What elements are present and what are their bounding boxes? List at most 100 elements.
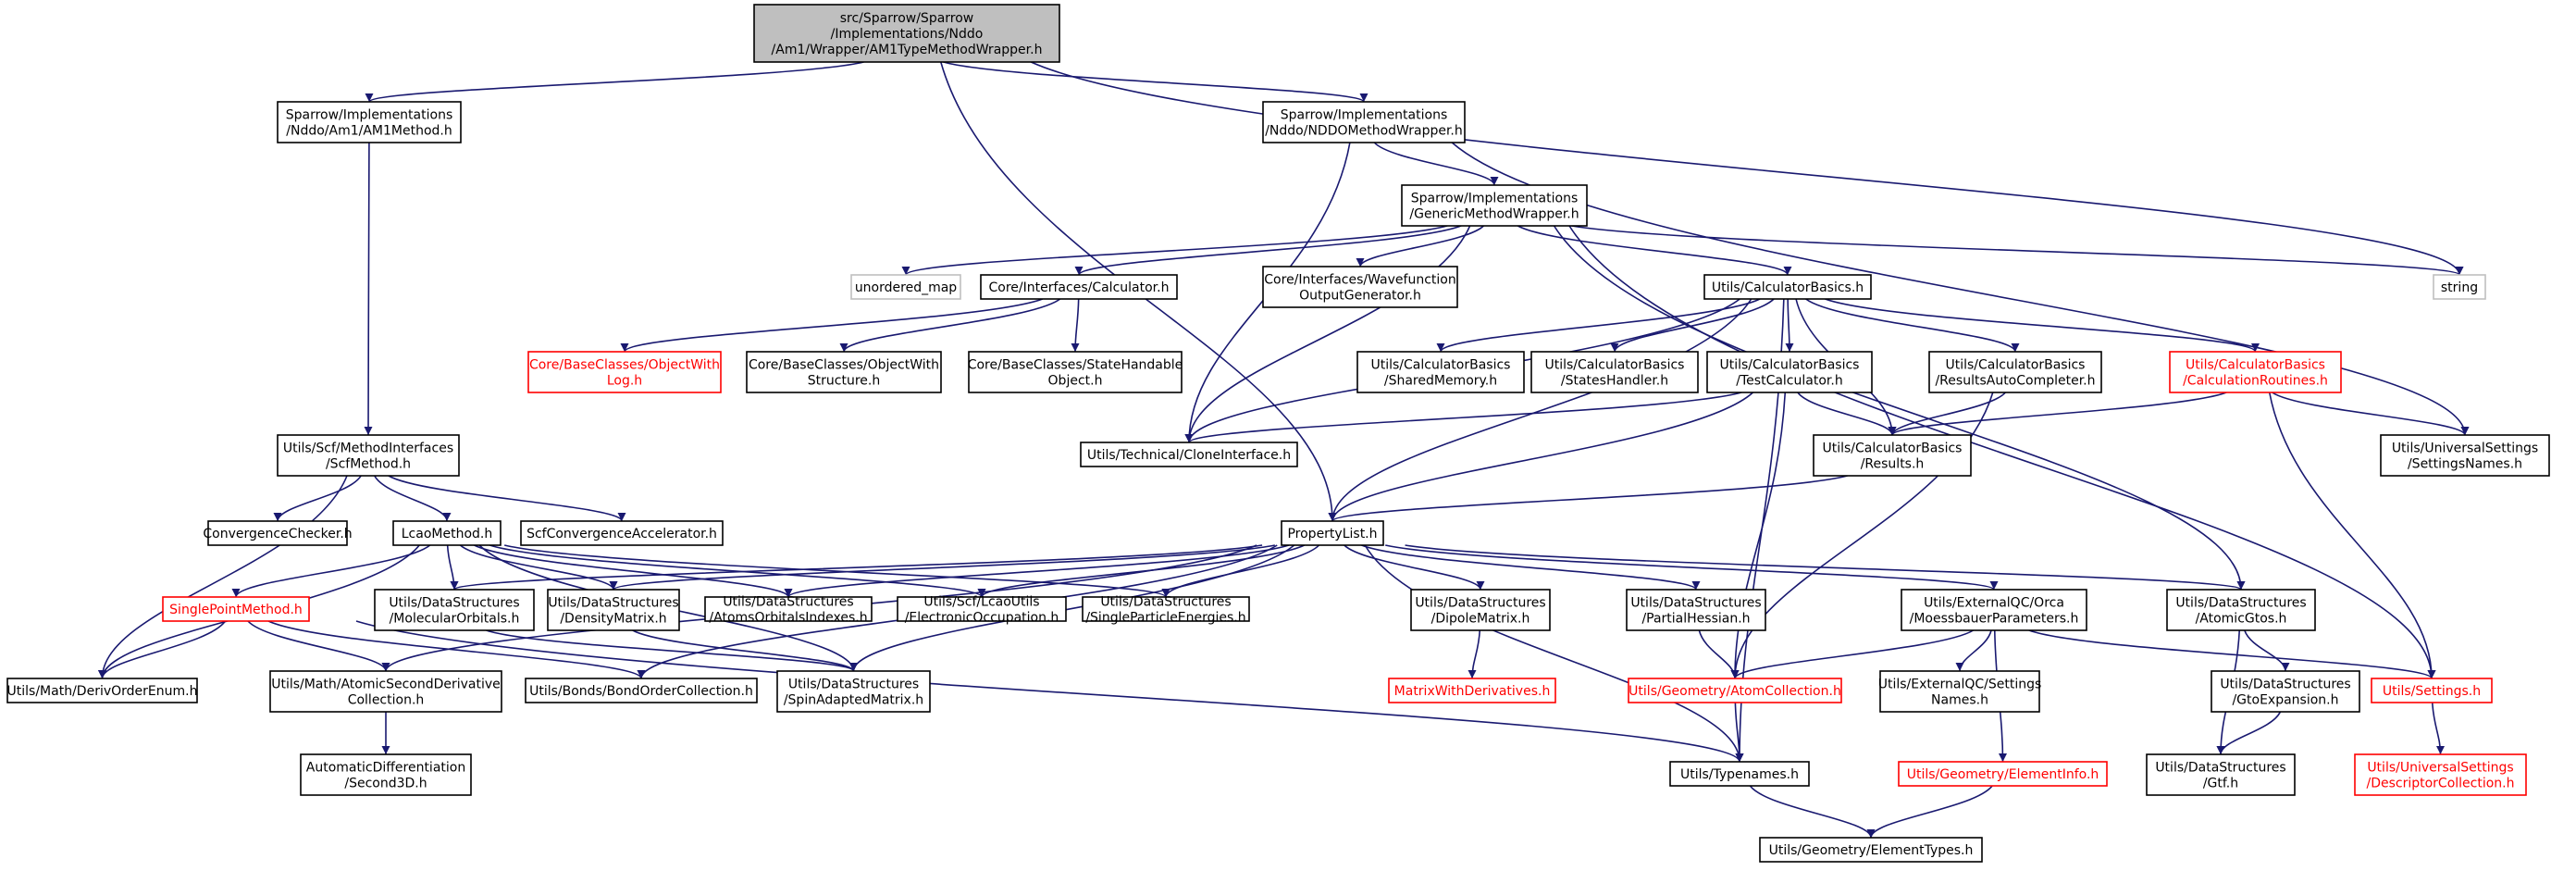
node-box (525, 678, 758, 703)
node-box (2354, 753, 2527, 796)
node-label: Utils/DataStructures (389, 596, 519, 611)
edge-partialhess-to-atomcoll (1698, 629, 1740, 679)
edge-gtoexp-to-gtf (2216, 711, 2282, 755)
edge-root-to-nddowrapper (943, 61, 1368, 103)
node-box (1401, 184, 1588, 227)
node-label: Structure.h (808, 374, 880, 389)
node-box (277, 434, 460, 477)
node-genericwrapper: Sparrow/Implementations/GenericMethodWra… (1401, 184, 1588, 227)
node-box (2146, 753, 2296, 796)
node-box (1898, 761, 2108, 787)
edge-testcalc-to-results (1797, 392, 1897, 436)
node-box (776, 670, 931, 713)
edge-calculator-to-objstruct (839, 298, 1061, 353)
node-label: /AtomsOrbitalsIndexes.h (709, 611, 867, 626)
node-label: /Nddo/Am1/AM1Method.h (286, 124, 452, 139)
node-label: /SpinAdaptedMatrix.h (784, 693, 923, 708)
node-label: Utils/DataStructures (723, 595, 853, 610)
node-box (1410, 589, 1551, 631)
edge-root-to-propertylist (940, 61, 1337, 522)
node-label: /AtomicGtos.h (2196, 612, 2287, 627)
node-box (520, 520, 724, 546)
node-box (1628, 678, 1842, 703)
edge-calculator-to-objlog (620, 298, 1044, 353)
node-bondorder: Utils/Bonds/BondOrderCollection.h (525, 678, 758, 703)
node-box (980, 274, 1178, 300)
node-label: /ScfMethod.h (326, 457, 411, 472)
node-calcbasics: Utils/CalculatorBasics.h (1703, 274, 1872, 300)
node-label: Utils/Scf/LcaoUtils (923, 595, 1039, 610)
node-label: Utils/CalculatorBasics.h (1712, 280, 1864, 295)
edge-lcaomethod-to-singlepart (503, 544, 1170, 598)
node-box (1262, 266, 1458, 308)
node-label: Sparrow/Implementations (1281, 108, 1448, 123)
node-label: Utils/Typenames.h (1680, 767, 1799, 782)
node-spinadapted: Utils/DataStructures/SpinAdaptedMatrix.h (776, 670, 931, 713)
node-label: PropertyList.h (1287, 527, 1377, 541)
node-box (1530, 351, 1699, 393)
node-box (1080, 442, 1298, 467)
node-label: Utils/Math/AtomicSecondDerivative (271, 678, 501, 692)
node-calculator: Core/Interfaces/Calculator.h (980, 274, 1178, 300)
edge-propertylist-to-dipole (1344, 544, 1485, 591)
node-label: Utils/DataStructures (548, 596, 678, 611)
node-label: Utils/Settings.h (2383, 684, 2481, 699)
node-elementinfo: Utils/Geometry/ElementInfo.h (1898, 761, 2108, 787)
node-label: Core/Interfaces/Calculator.h (989, 280, 1170, 295)
node-box (207, 520, 348, 546)
node-label: Utils/ExternalQC/Settings (1878, 678, 2042, 692)
edge-propertylist-to-partialhess (1361, 544, 1701, 591)
edge-dipole-to-matrixwd (1468, 629, 1481, 679)
edge-typenames-to-elementtypes (1749, 785, 1876, 839)
node-label: /GtoExpansion.h (2232, 693, 2338, 708)
node-label: src/Sparrow/Sparrow (840, 11, 974, 26)
node-label: /SingleParticleEnergies.h (1085, 611, 1245, 626)
node-box (300, 753, 472, 796)
node-stateshandler: Utils/CalculatorBasics/StatesHandler.h (1530, 351, 1699, 393)
edge-lcaomethod-to-spinadapted (478, 544, 858, 672)
edge-genericwrapper-to-calculator (1074, 225, 1462, 276)
edge-testcalc-to-propertylist (1328, 392, 1754, 522)
node-label: /CalculationRoutines.h (2183, 374, 2328, 389)
node-lcaomethod: LcaoMethod.h (392, 520, 502, 546)
node-box (2433, 274, 2486, 300)
node-box (1669, 761, 1810, 787)
edge-calcroutines-to-results (1888, 392, 2227, 436)
edge-lcaomethod-to-molorb (446, 544, 459, 591)
node-label: Utils/CalculatorBasics (1823, 442, 1963, 456)
node-molorb: Utils/DataStructures/MolecularOrbitals.h (374, 589, 535, 631)
node-label: Utils/CalculatorBasics (1545, 358, 1685, 373)
node-label: Utils/UniversalSettings (2392, 442, 2538, 456)
node-testcalc: Utils/CalculatorBasics/TestCalculator.h (1706, 351, 1873, 393)
node-convchecker: ConvergenceChecker.h (203, 520, 353, 546)
node-box (392, 520, 502, 546)
node-label: Utils/UniversalSettings (2367, 761, 2513, 776)
edge-moess-to-settings (2028, 629, 2436, 679)
node-settingsqc: Utils/ExternalQC/SettingsNames.h (1878, 670, 2042, 713)
edge-calcbasics-to-propertylist (1328, 298, 1752, 522)
edge-genericwrapper-to-string (1571, 225, 2464, 276)
node-box (374, 589, 535, 631)
edge-moess-to-settingsqc (1955, 629, 1992, 672)
node-box (547, 589, 680, 631)
node-label: OutputGenerator.h (1299, 289, 1421, 304)
edge-calcbasics-to-sharedmem (1436, 298, 1761, 353)
node-box (269, 670, 502, 713)
edge-testcalc-to-atomcoll (1730, 392, 1787, 679)
node-nddowrapper: Sparrow/Implementations/Nddo/NDDOMethodW… (1262, 101, 1466, 143)
node-label: LcaoMethod.h (402, 527, 492, 541)
node-label: Utils/CalculatorBasics (1720, 358, 1860, 373)
edge-calcroutines-to-settingsnames (2272, 392, 2470, 436)
edge-scfmethod-to-convchecker (273, 475, 362, 522)
node-box (2380, 434, 2550, 477)
node-box (162, 596, 310, 622)
node-propertylist: PropertyList.h (1281, 520, 1384, 546)
node-box (2211, 670, 2360, 713)
edge-propertylist-to-moess (1385, 544, 1999, 591)
node-settingsnames: Utils/UniversalSettings/SettingsNames.h (2380, 434, 2550, 477)
node-box (753, 4, 1060, 63)
node-label: Utils/Math/DerivOrderEnum.h (7, 684, 198, 699)
node-root: src/Sparrow/Sparrow/Implementations/Nddo… (753, 4, 1060, 63)
edge-genericwrapper-to-wavefunction (1356, 225, 1484, 268)
edge-genericwrapper-to-settings (1568, 225, 2436, 679)
